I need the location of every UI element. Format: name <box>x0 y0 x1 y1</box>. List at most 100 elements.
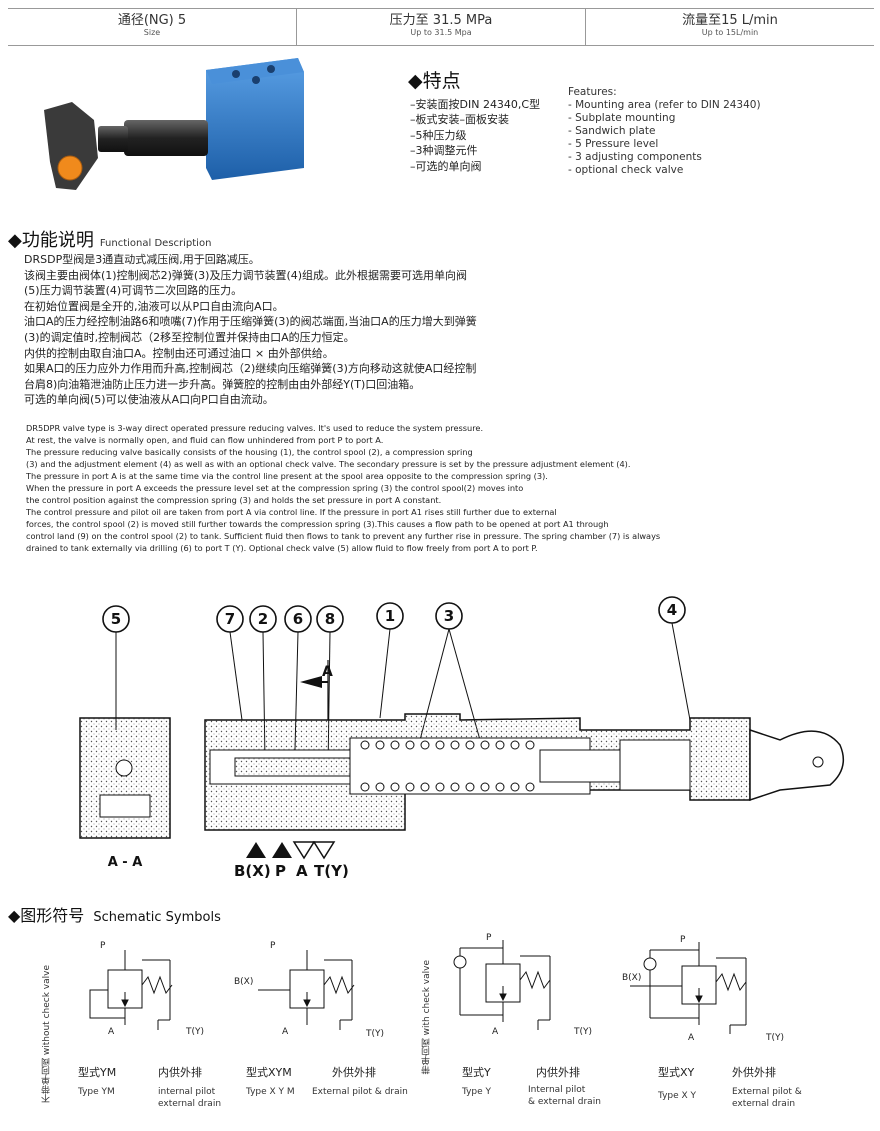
type-y-desc: 内供外排 Internal pilot & external drain <box>528 1064 601 1108</box>
symbol-y <box>453 940 551 1030</box>
symbol-xy <box>630 942 747 1034</box>
symbol-ym <box>89 950 173 1030</box>
without-check-label: 不带单向阀 without check valve <box>40 965 53 1103</box>
cn-paragraph-line: 该阀主要由阀体(1)控制阀芯2)弹簧(3)及压力调节装置(4)组成。此外根据需要… <box>24 268 468 282</box>
check-valve-icon <box>453 955 467 969</box>
type-desc-en: Internal pilot <box>528 1085 586 1095</box>
en-paragraph-line: At rest, the valve is normally open, and… <box>26 435 384 445</box>
callout-3-label: 3 <box>444 607 454 625</box>
ym-port-t: T(Y) <box>185 1027 204 1037</box>
cn-paragraph-line: 如果A口的压力应外力作用而升高,控制阀芯（2)继续向压缩弹簧(3)方向移动这就使… <box>24 362 477 376</box>
type-desc-cn: 内供外排 <box>158 1066 202 1079</box>
port-a-label: A <box>296 862 308 880</box>
type-desc-en: internal pilot <box>158 1087 216 1097</box>
type-xy-caption: 型式XY Type X Y <box>658 1064 696 1102</box>
with-check-cn: 带单向阀 <box>422 1038 432 1075</box>
type-desc-en: external drain <box>732 1099 796 1109</box>
ym-port-p: P <box>100 941 106 951</box>
xym-port-b: B(X) <box>234 977 253 987</box>
feature-en-item: - Mounting area (refer to DIN 24340) <box>568 99 761 111</box>
en-paragraph-line: The pressure in port A is at the same ti… <box>26 471 548 481</box>
callout-2-label: 2 <box>258 610 268 628</box>
cn-paragraph-line: DRSDP型阀是3通直动式减压阀,用于回路减压。 <box>24 253 260 266</box>
callout-1-label: 1 <box>385 607 395 625</box>
callout-4-label: 4 <box>667 601 677 619</box>
cn-paragraph-line: 台肩8)向油箱泄油防止压力进一步升高。弹簧腔的控制由由外部经Y(T)口回油箱。 <box>24 377 421 391</box>
type-desc-cn: 外供外排 <box>332 1066 376 1079</box>
function-en-text: DR5DPR valve type is 3-way direct operat… <box>26 422 866 554</box>
en-paragraph-line: When the pressure in port A exceeds the … <box>26 483 524 493</box>
xym-port-t: T(Y) <box>365 1029 384 1039</box>
xy-port-b: B(X) <box>622 973 641 983</box>
xym-port-p: P <box>270 941 276 951</box>
type-desc-cn: 外供外排 <box>732 1066 776 1079</box>
en-paragraph-line: drained to tank externally via drilling … <box>26 543 538 553</box>
type-xy-desc: 外供外排 External pilot & external drain <box>732 1064 802 1110</box>
type-desc-cn: 内供外排 <box>536 1066 580 1079</box>
feature-cn-item: –3种调整元件 <box>410 144 478 158</box>
without-check-en: without check valve <box>42 965 52 1056</box>
en-paragraph-line: forces, the control spool (2) is moved s… <box>26 519 609 529</box>
type-xym-desc: 外供外排 External pilot & drain <box>312 1064 408 1098</box>
callout-8-label: 8 <box>325 610 335 628</box>
function-cn-text: DRSDP型阀是3通直动式减压阀,用于回路减压。 该阀主要由阀体(1)控制阀芯2… <box>24 252 864 408</box>
size-value: 通径(NG) 5 <box>117 13 187 28</box>
cn-paragraph-line: 油口A的压力经控制油路6和喷嘴(7)作用于压缩弹簧(3)的阀芯端面,当油口A的压… <box>24 315 477 329</box>
xym-port-a: A <box>282 1027 289 1037</box>
feature-cn-item: –板式安装–面板安装 <box>410 113 509 127</box>
ym-port-a: A <box>108 1027 115 1037</box>
compression-spring <box>360 740 535 792</box>
port-p-marker <box>272 842 292 858</box>
feature-cn-item: –安装面按DIN 24340,C型 <box>410 98 541 111</box>
feature-cn-item: –5种压力级 <box>410 128 467 142</box>
type-xym-caption: 型式XYM Type X Y M <box>246 1064 295 1098</box>
callout-6-label: 6 <box>293 610 303 628</box>
pressure-value: 压力至 31.5 MPa <box>389 13 493 28</box>
feature-cn-item: –可选的单向阀 <box>410 159 482 173</box>
valve-body <box>206 58 304 180</box>
feature-en-item: - optional check valve <box>568 164 684 176</box>
type-ym-caption: 型式YM Type YM <box>78 1064 116 1098</box>
schematic-symbols: P A T(Y) P B(X) A T(Y) P A T(Y) P B(X) A… <box>89 933 784 1043</box>
y-port-a: A <box>492 1027 499 1037</box>
check-valve-block <box>79 717 171 839</box>
en-paragraph-line: The pressure reducing valve basically co… <box>26 447 473 457</box>
type-name-en: Type X Y M <box>246 1087 295 1097</box>
port-b-label: B(X) <box>234 862 271 880</box>
flow-value: 流量至15 L/min <box>682 13 778 28</box>
type-name-cn: 型式Y <box>462 1066 491 1079</box>
en-paragraph-line: control land (9) on the control spool (2… <box>26 531 661 541</box>
cn-paragraph-line: (3)的调定值时,控制阀芯（2移至控制位置并保持由口A的压力恒定。 <box>24 330 355 344</box>
adjust-knob <box>749 728 845 802</box>
features-en-title: Features: <box>568 86 617 98</box>
schematic-title-en: Schematic Symbols <box>93 910 221 925</box>
port-p-label: P <box>275 862 286 880</box>
xy-port-t: T(Y) <box>765 1033 784 1043</box>
type-y-caption: 型式Y Type Y <box>462 1064 491 1098</box>
feature-en-item: - 5 Pressure level <box>568 138 659 150</box>
en-paragraph-line: The control pressure and pilot oil are t… <box>26 507 557 517</box>
size-label-en: Size <box>143 28 161 37</box>
features-title: ◆特点 <box>408 70 461 92</box>
without-check-cn: 不带单向阀 <box>42 1058 52 1103</box>
port-t-marker <box>312 841 336 860</box>
type-desc-en: External pilot & drain <box>312 1087 408 1097</box>
symbol-xym <box>258 950 355 1030</box>
adjuster-housing <box>124 120 208 156</box>
section-arrow-label: A <box>322 664 333 680</box>
y-port-p: P <box>486 933 492 943</box>
schematic-title-cn: ◆图形符号 <box>8 906 85 925</box>
feature-en-item: - Sandwich plate <box>568 125 656 137</box>
features-cn-list: –安装面按DIN 24340,C型 –板式安装–面板安装 –5种压力级 –3种调… <box>410 97 540 174</box>
spec-pressure: 压力至 31.5 MPa Up to 31.5 Mpa <box>297 9 586 45</box>
en-paragraph-line: the control position against the compres… <box>26 495 442 505</box>
en-paragraph-line: (3) and the adjustment element (4) as we… <box>26 459 631 469</box>
with-check-en: with check valve <box>422 960 432 1036</box>
spec-header: 通径(NG) 5 Size 压力至 31.5 MPa Up to 31.5 Mp… <box>8 8 874 46</box>
type-name-en: Type X Y <box>658 1091 697 1101</box>
pressure-label-en: Up to 31.5 Mpa <box>410 28 472 37</box>
product-photo <box>44 58 304 190</box>
features-en-list: Features: - Mounting area (refer to DIN … <box>568 86 761 177</box>
type-name-en: Type Y <box>462 1087 492 1097</box>
